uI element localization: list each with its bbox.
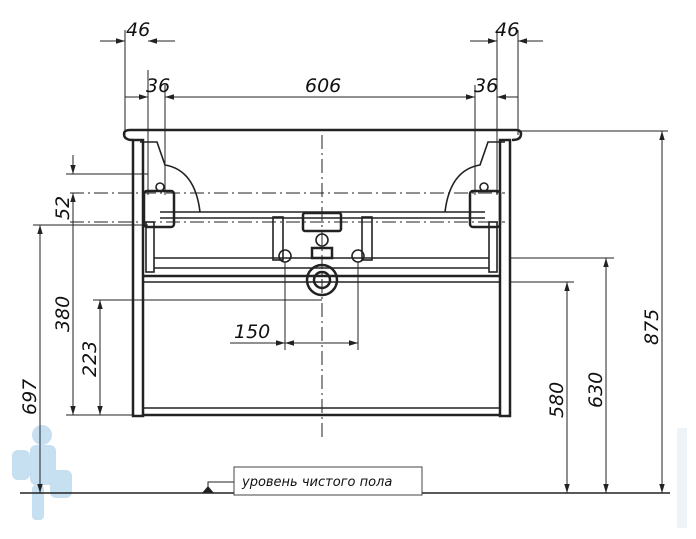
floor-level-label: уровень чистого пола <box>241 475 392 490</box>
watermark-site-text <box>677 428 687 528</box>
dim-right-580: 580 <box>546 382 568 418</box>
extension-lines <box>20 30 670 494</box>
dim-left-697: 697 <box>19 379 41 415</box>
floor-level-callout: уровень чистого пола <box>202 466 423 496</box>
mounting-brackets <box>142 182 502 229</box>
dim-left-52: 52 <box>52 196 74 220</box>
dim-left-380: 380 <box>52 296 74 332</box>
dimension-lines <box>37 38 665 493</box>
dim-siphon-150: 150 <box>234 321 270 343</box>
dim-top-left-36: 36 <box>146 75 170 97</box>
dim-top-width-606: 606 <box>305 75 341 97</box>
dim-top-right-36: 36 <box>474 75 498 97</box>
plumber-watermark <box>12 425 72 520</box>
dim-top-right-46: 46 <box>495 19 519 41</box>
dim-top-left-46: 46 <box>126 19 150 41</box>
dim-right-630: 630 <box>585 372 607 408</box>
dim-left-223: 223 <box>79 341 101 377</box>
dim-right-875: 875 <box>641 309 663 345</box>
